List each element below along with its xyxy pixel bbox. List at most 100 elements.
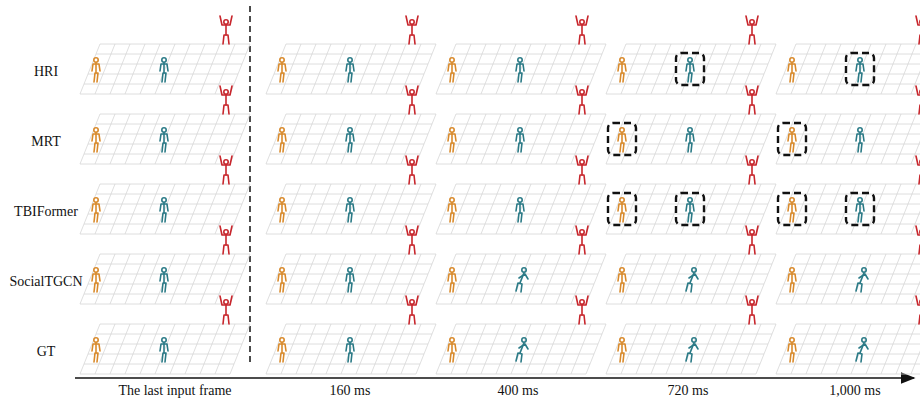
skeleton-head [450,268,454,272]
grid-line [851,254,871,304]
grid-line [681,324,701,374]
grid-line [681,254,701,304]
grid-line [881,184,901,234]
skeleton-legs [450,353,454,362]
grid-line [792,264,920,265]
grid-line [451,114,471,164]
skeleton-legs [518,213,522,222]
grid-line [125,254,145,304]
grid-line [95,324,115,374]
skeleton-head [94,128,98,132]
grid-line [606,254,626,304]
grid-line [541,254,561,304]
skeleton-figure [92,198,100,222]
skeleton-head [688,58,692,62]
grid-line [636,114,656,164]
grid-line [416,254,436,304]
skeleton-arms [916,226,920,235]
grid-line [784,354,920,355]
grid-line [266,324,286,374]
grid-line [140,324,160,374]
grid-line [896,324,916,374]
skeleton-head [580,160,584,164]
skeleton-head [862,268,866,272]
skeleton-figure [346,268,354,292]
grid-line [185,254,205,304]
skeleton-legs [620,73,624,82]
grid-line [621,324,641,374]
skeleton-arms [618,274,626,281]
skeleton-head [280,58,284,62]
skeleton-head [450,128,454,132]
skeleton-arms [160,204,168,211]
skeleton-figure [916,296,920,324]
skeleton-arms [220,16,232,25]
grid-line [756,184,776,234]
grid-line [791,44,811,94]
grid-line [681,44,701,94]
skeleton-legs [162,73,166,82]
grid-line [556,184,576,234]
grid-line [788,64,920,65]
grid-line [726,184,746,234]
skeleton-head [620,198,624,202]
skeleton-head [280,128,284,132]
skeleton-legs [94,213,98,222]
skeleton-torso [411,25,413,35]
floor-grid [436,254,606,304]
skeleton-legs [348,283,352,292]
skeleton-figure [220,226,232,254]
skeleton-legs [162,213,166,222]
grid-line [741,44,761,94]
skeleton-figure [406,86,418,114]
skeleton-head [162,338,166,342]
skeleton-torso [225,235,227,245]
grid-line [451,44,471,94]
grid-line [436,254,456,304]
grid-line [371,254,391,304]
grid-line [784,144,920,145]
skeleton-figure [220,86,232,114]
skeleton-figure [346,338,354,362]
skeleton-arms [516,64,524,71]
skeleton-arms [220,86,232,95]
grid-line [140,254,160,304]
grid-line [386,114,406,164]
grid-line [866,324,886,374]
skeleton-legs [162,143,166,152]
grid-line [881,44,901,94]
grid-line [155,44,175,94]
floor-grid [776,44,920,94]
skeleton-figure [856,268,868,292]
skeleton-legs [919,175,920,184]
skeleton-legs [790,73,794,82]
skeleton-head [410,160,414,164]
highlight-box [608,123,636,155]
skeleton-figure [686,198,694,222]
skeleton-figure [92,338,100,362]
grid-line [780,364,920,365]
grid-line [215,114,235,164]
skeleton-torso [411,95,413,105]
skeleton-head [750,300,754,304]
skeleton-torso [225,25,227,35]
skeleton-head [862,338,866,342]
skeleton-arms [689,344,698,349]
skeleton-legs [858,213,862,222]
skeleton-figure [516,268,528,292]
skeleton-head [858,128,862,132]
skeleton-torso [411,235,413,245]
skeleton-arms [856,204,864,211]
row-label: SocialTGCN [9,274,82,289]
highlight-box [676,53,704,85]
skeleton-legs [450,73,454,82]
skeleton-figure [346,58,354,82]
skeleton-legs [409,35,415,44]
grid-line [866,114,886,164]
grid-line [416,114,436,164]
skeleton-figure [406,296,418,324]
grid-line [436,324,456,374]
grid-line [784,214,920,215]
skeleton-head [522,338,526,342]
grid-line [784,74,920,75]
